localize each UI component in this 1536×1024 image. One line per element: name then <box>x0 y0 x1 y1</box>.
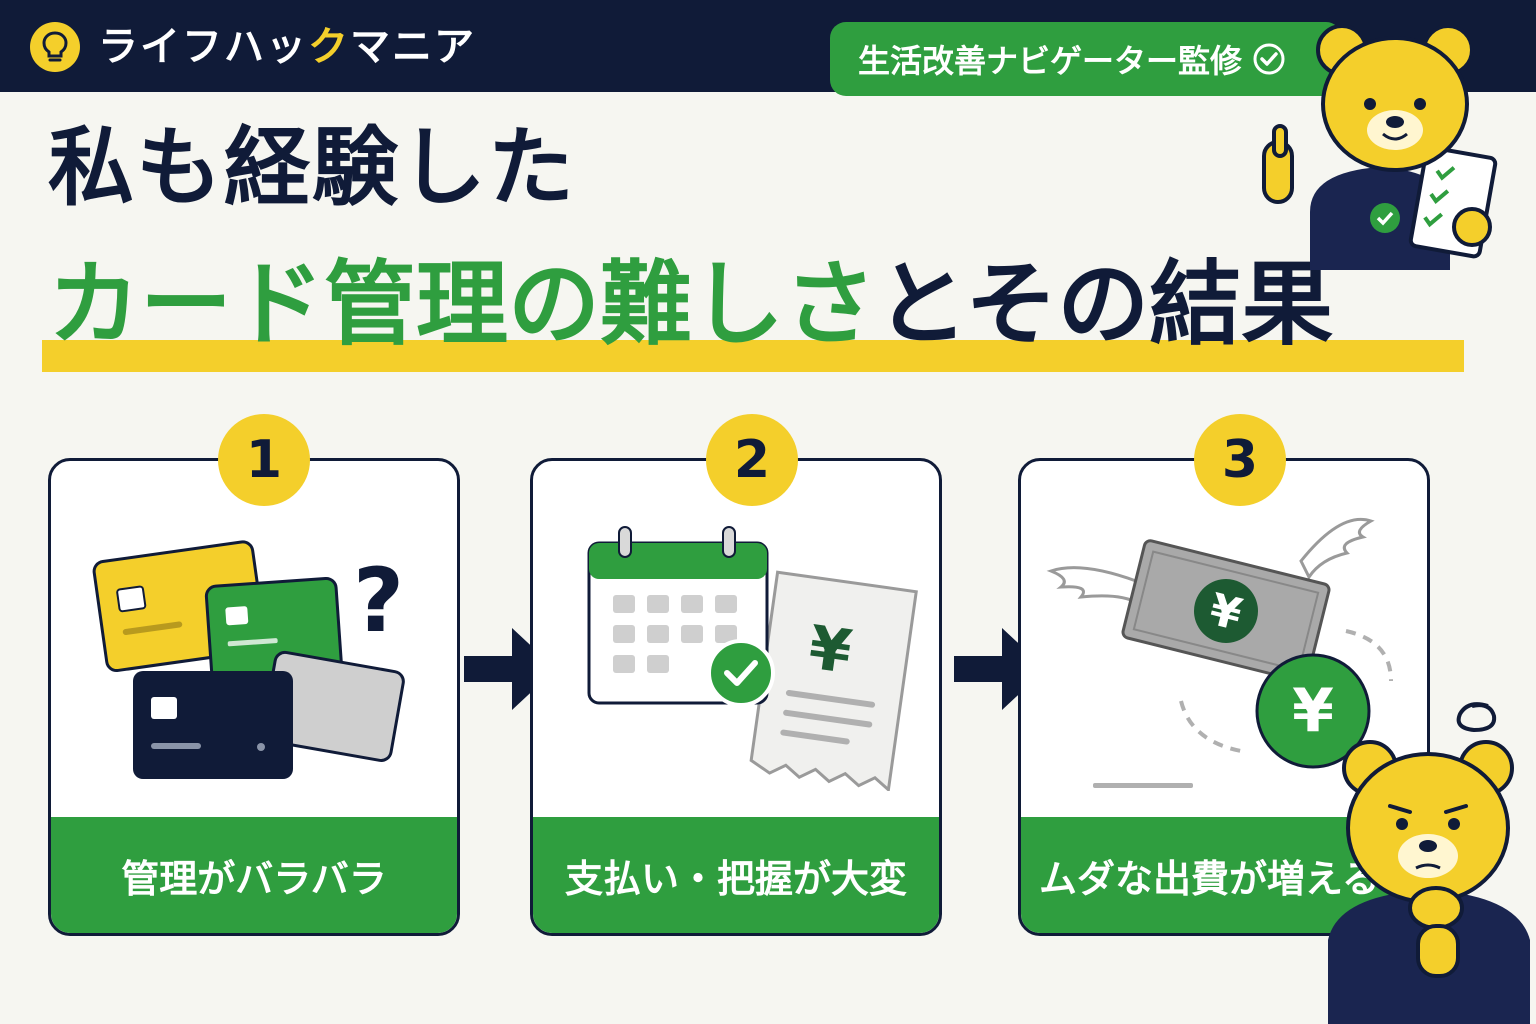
headline-line2-green: カード管理の難しさ <box>48 251 877 358</box>
step-caption-2: 支払い・把握が大変 <box>533 817 939 933</box>
step-card-3: ¥ ¥ ムダな出費が増える <box>1018 458 1430 936</box>
brand-end: マニア <box>350 24 476 70</box>
question-mark: ? <box>353 549 404 652</box>
svg-text:¥: ¥ <box>1292 676 1334 746</box>
step-caption-1: 管理がバラバラ <box>51 817 457 933</box>
headline-line2: カード管理の難しさとその結果 <box>48 250 1333 360</box>
bear-teacher-illustration <box>1262 24 1498 270</box>
yen-coin-icon <box>1255 653 1371 769</box>
headline-line1: 私も経験した <box>48 118 576 218</box>
lightbulb-icon <box>30 22 80 72</box>
receipt-icon: ¥ <box>749 570 918 791</box>
headline-line2-navy: とその結果 <box>876 251 1334 358</box>
svg-text:¥: ¥ <box>805 613 856 688</box>
brand-accent: ク <box>308 24 350 70</box>
calendar-receipt-illustration: ¥ <box>587 526 918 791</box>
step-caption-3: ムダな出費が増える <box>1021 817 1427 933</box>
step-number-1: 1 <box>218 414 310 506</box>
credit-cards-illustration: ? <box>92 540 405 779</box>
brand-logo-text[interactable]: ライフハックマニア <box>98 22 476 72</box>
brand-main: ライフハッ <box>98 24 308 70</box>
headline-highlight <box>42 340 1464 372</box>
supervisor-badge: 生活改善ナビゲーター監修 <box>830 22 1342 96</box>
step-number-2: 2 <box>706 414 798 506</box>
check-circle-icon <box>1253 43 1285 75</box>
flying-money-illustration: ¥ ¥ <box>1046 517 1393 788</box>
banknote-icon: ¥ <box>1121 539 1331 683</box>
step-card-1: ? 管理がバラバラ <box>48 458 460 936</box>
step-number-3: 3 <box>1194 414 1286 506</box>
supervisor-badge-label: 生活改善ナビゲーター監修 <box>858 42 1243 80</box>
step-card-2: ¥ 支払い・把握が大変 <box>530 458 942 936</box>
bear-thinking-illustration <box>1328 702 1530 1024</box>
calendar-icon <box>587 526 775 707</box>
dizzy-swirl-icon <box>1456 702 1497 733</box>
